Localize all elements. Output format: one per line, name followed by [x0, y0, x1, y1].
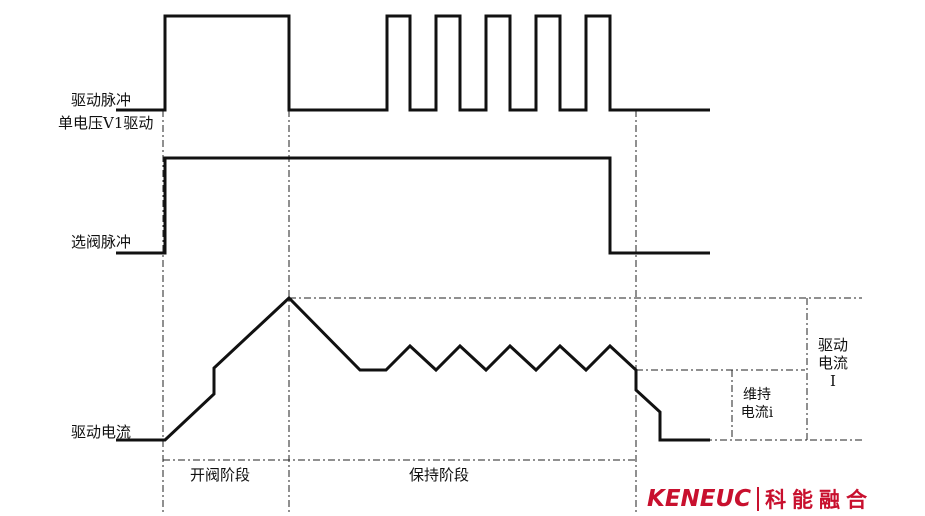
label-select-pulse: 选阀脉冲	[71, 233, 132, 251]
label-drive-pulse: 驱动脉冲	[71, 91, 132, 109]
annotation-hold-current-line1: 维持	[743, 387, 771, 403]
label-single-voltage-drive: 单电压V1驱动	[58, 114, 154, 132]
annotation-hold-current: 维持 电流i	[736, 386, 778, 422]
annotation-drive-current-symbol: I	[830, 372, 836, 390]
drive-current-waveform	[116, 295, 710, 442]
annotation-drive-current-line1: 驱动	[817, 336, 848, 354]
label-hold-phase: 保持阶段	[409, 466, 470, 484]
annotation-drive-current-line2: 电流	[817, 354, 848, 372]
brand-logo-separator	[757, 487, 760, 511]
label-open-phase: 开阀阶段	[190, 466, 251, 484]
annotation-drive-current: 驱动 电流 I	[812, 336, 854, 390]
brand-logo: KENEUC 科能融合	[647, 484, 873, 514]
select-pulse-waveform	[116, 156, 710, 255]
label-drive-current: 驱动电流	[71, 423, 132, 441]
drive-pulse-waveform	[116, 14, 710, 112]
brand-logo-latin: KENEUC	[647, 486, 752, 512]
brand-logo-chinese: 科能融合	[765, 488, 874, 512]
annotation-hold-current-line2: 电流i	[740, 405, 774, 421]
